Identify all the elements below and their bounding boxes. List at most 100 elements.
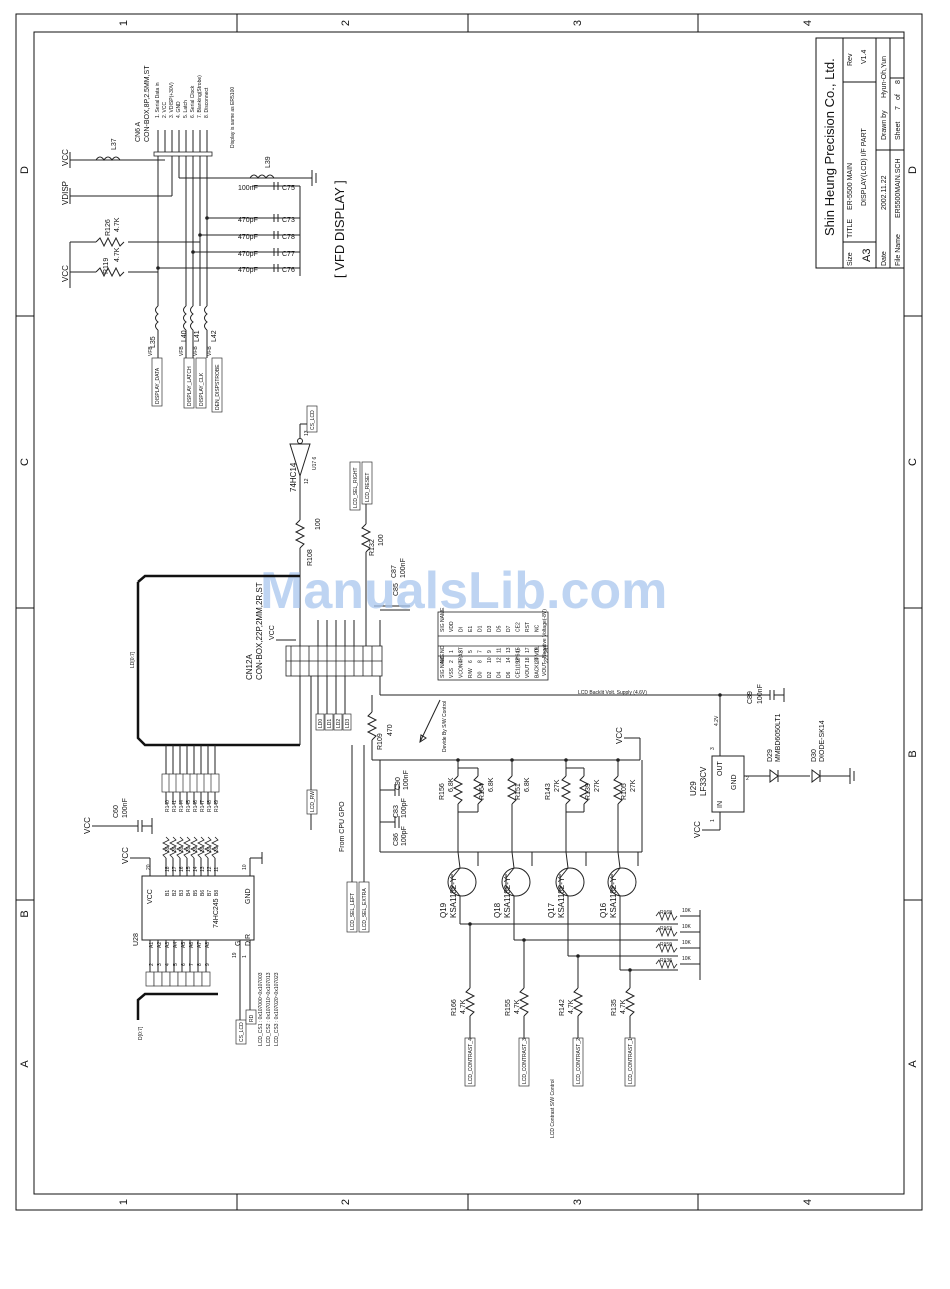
lcd-table-row-sig: VSS: [449, 667, 455, 678]
r109-ref: R109: [377, 733, 384, 750]
r163-label: R163: [660, 926, 672, 932]
company-name: Shin Heung Precision Co., Ltd.: [822, 58, 837, 236]
r156-val: 6.8K: [448, 777, 455, 792]
title-value: ER-5500 MAIN: [847, 163, 854, 210]
gpo-note: From CPU GPO: [339, 801, 346, 852]
cn6-pin-3: 3. VDISP(+30V): [169, 82, 175, 118]
u29-in: IN: [717, 801, 724, 808]
d29-symbol: [769, 769, 779, 783]
file-label: File Name: [895, 234, 902, 266]
pull-val-3: 10K: [682, 940, 692, 946]
lcd-table-row-no: 3: [459, 650, 465, 653]
u28-a-pin-num: 6: [181, 963, 187, 966]
subtitle-value: DISPLAY(LCD) I/F PART: [861, 127, 868, 206]
u29-ref: U29: [689, 781, 698, 796]
u28-b-side: [161, 745, 220, 876]
u28-b-pin: B1: [165, 890, 171, 896]
lcd-table-row-sig: BACKLIT VOL: [535, 646, 541, 678]
buffer-resistor-val: 39: [200, 846, 206, 852]
lcd-table-row-no: 16: [516, 657, 522, 663]
cn12a-part: CON-BOX,22P,2MM,2R,ST: [255, 582, 264, 680]
lcd-table-row-no: 21: [544, 647, 550, 653]
cs-note-2: LCD_CS2 : 0x107010~0x107013: [266, 972, 272, 1046]
lcd-table-row-no: 19: [535, 647, 541, 653]
lcd-table-row-no: 6: [468, 660, 474, 663]
c89-ref: C89: [747, 691, 754, 704]
r164-val: 6.8K: [488, 777, 495, 792]
net-lcd-rw: LCD_RW: [310, 791, 316, 812]
vcc-contrast: VCC: [615, 727, 624, 744]
regulator-section: U29 LF33CV IN OUT GND 1 3 2 4.2V VCC D29…: [689, 695, 855, 838]
r108-ref: R108: [307, 549, 314, 566]
lcd-table-row-no: 22: [544, 657, 550, 663]
u29-vcc: VCC: [693, 821, 702, 838]
buffer-resistor-ref: R147: [200, 800, 206, 812]
buffer-resistor-ref: R149: [214, 800, 220, 812]
u28-a-pin: A3: [165, 942, 171, 948]
u28-b-pin: B7: [207, 890, 213, 896]
vfd-vcc-1: VCC: [61, 149, 70, 166]
u29-part: LF33CV: [699, 766, 708, 796]
lcd-bus-label: LD[0:7]: [130, 651, 136, 668]
u28-b-pin-num: 11: [214, 867, 220, 872]
net-contrast-2: LCD_CONTRAST_2: [576, 1038, 582, 1084]
lcd-table-row-no: 14: [506, 657, 512, 663]
lcd-table-row-sig: CE1(192*64): [516, 649, 522, 678]
net-ld1: LD1: [327, 719, 333, 728]
cn6-pin-notes: 1. Serial Data in 2. VCC 3. VDISP(+30V) …: [155, 75, 236, 148]
vfd-heading: [ VFD DISPLAY ]: [332, 180, 347, 278]
drawn-label: Drawn by: [881, 110, 888, 140]
lcd-bus: [136, 574, 300, 747]
lcd-table-row-no: 18: [525, 657, 531, 663]
u28-a-pin-num: 3: [157, 963, 163, 966]
cs-note-1: LCD_CS1 : 0x107000~0x107003: [258, 972, 264, 1046]
drawing-frame: [15, 13, 923, 1211]
lcd-table-row-sig: D3: [487, 625, 493, 632]
u17-pin-in: 13: [304, 430, 310, 436]
r139-ref: R139: [585, 783, 592, 800]
pull-val-2: 10K: [682, 924, 692, 930]
watermark: ManualsLib.com: [260, 562, 667, 620]
row-label-right-b: B: [907, 750, 919, 757]
r151-ref: R151: [515, 783, 522, 800]
lcd-table-row-no: 5: [468, 650, 474, 653]
u28-dir: DIR: [245, 934, 252, 946]
buffer-resistor-ref: R144: [179, 800, 185, 812]
lcd-table-row-sig: RST: [525, 622, 531, 632]
r150-label: R150: [660, 942, 672, 948]
lcd-table-row-sig: VCONTRAST: [459, 647, 465, 678]
lcd-table-row-sig: CE2: [516, 622, 522, 632]
vcc-buffer: VCC: [121, 847, 130, 864]
cn6-pin-7: 7. Blanking(Strobe): [197, 75, 203, 118]
row-label-left-c: C: [19, 458, 31, 466]
r119-val: 4.7K: [114, 247, 121, 262]
lcd-table-row-no: 17: [525, 647, 531, 653]
q18-ref: Q18: [493, 902, 502, 918]
net-lcd-sel-extra: LCD_SEL_EXTRA: [362, 888, 368, 930]
u28-a-pin: A1: [149, 942, 155, 948]
r126-val: 4.7K: [114, 217, 121, 232]
r143-val: 27K: [554, 779, 561, 792]
cn6-part: CON-BOX,8P,2.5MM,ST: [144, 65, 151, 142]
r166-val: 4.7K: [460, 999, 467, 1014]
u28-a-side: [136, 940, 218, 1020]
c76-val: 470pF: [238, 267, 258, 274]
u28-body: [141, 875, 255, 941]
cn12a-ref: CN12A: [245, 654, 254, 680]
l37-ref: L37: [111, 138, 118, 150]
u28-pin-dir: 1: [242, 955, 248, 958]
q16-part: KSA1182-Y: [609, 876, 618, 918]
lcd-table-row-no: 2: [449, 660, 455, 663]
u29-gnd: GND: [731, 774, 738, 790]
u28-b-pin: B3: [179, 890, 185, 896]
u28-a-pin: A7: [197, 942, 203, 948]
lcd-table-header-sig-b: SIG NAME: [440, 607, 446, 632]
u28-a-pin-num: 4: [165, 963, 171, 966]
lcd-table-row-no: 1: [449, 650, 455, 653]
col-label-bottom-3: 3: [572, 1199, 584, 1205]
buffer-resistor-ref: R141: [172, 800, 178, 812]
cn6-pin-5: 5. Latch: [183, 100, 189, 118]
u28-a-pin: A4: [173, 942, 179, 948]
